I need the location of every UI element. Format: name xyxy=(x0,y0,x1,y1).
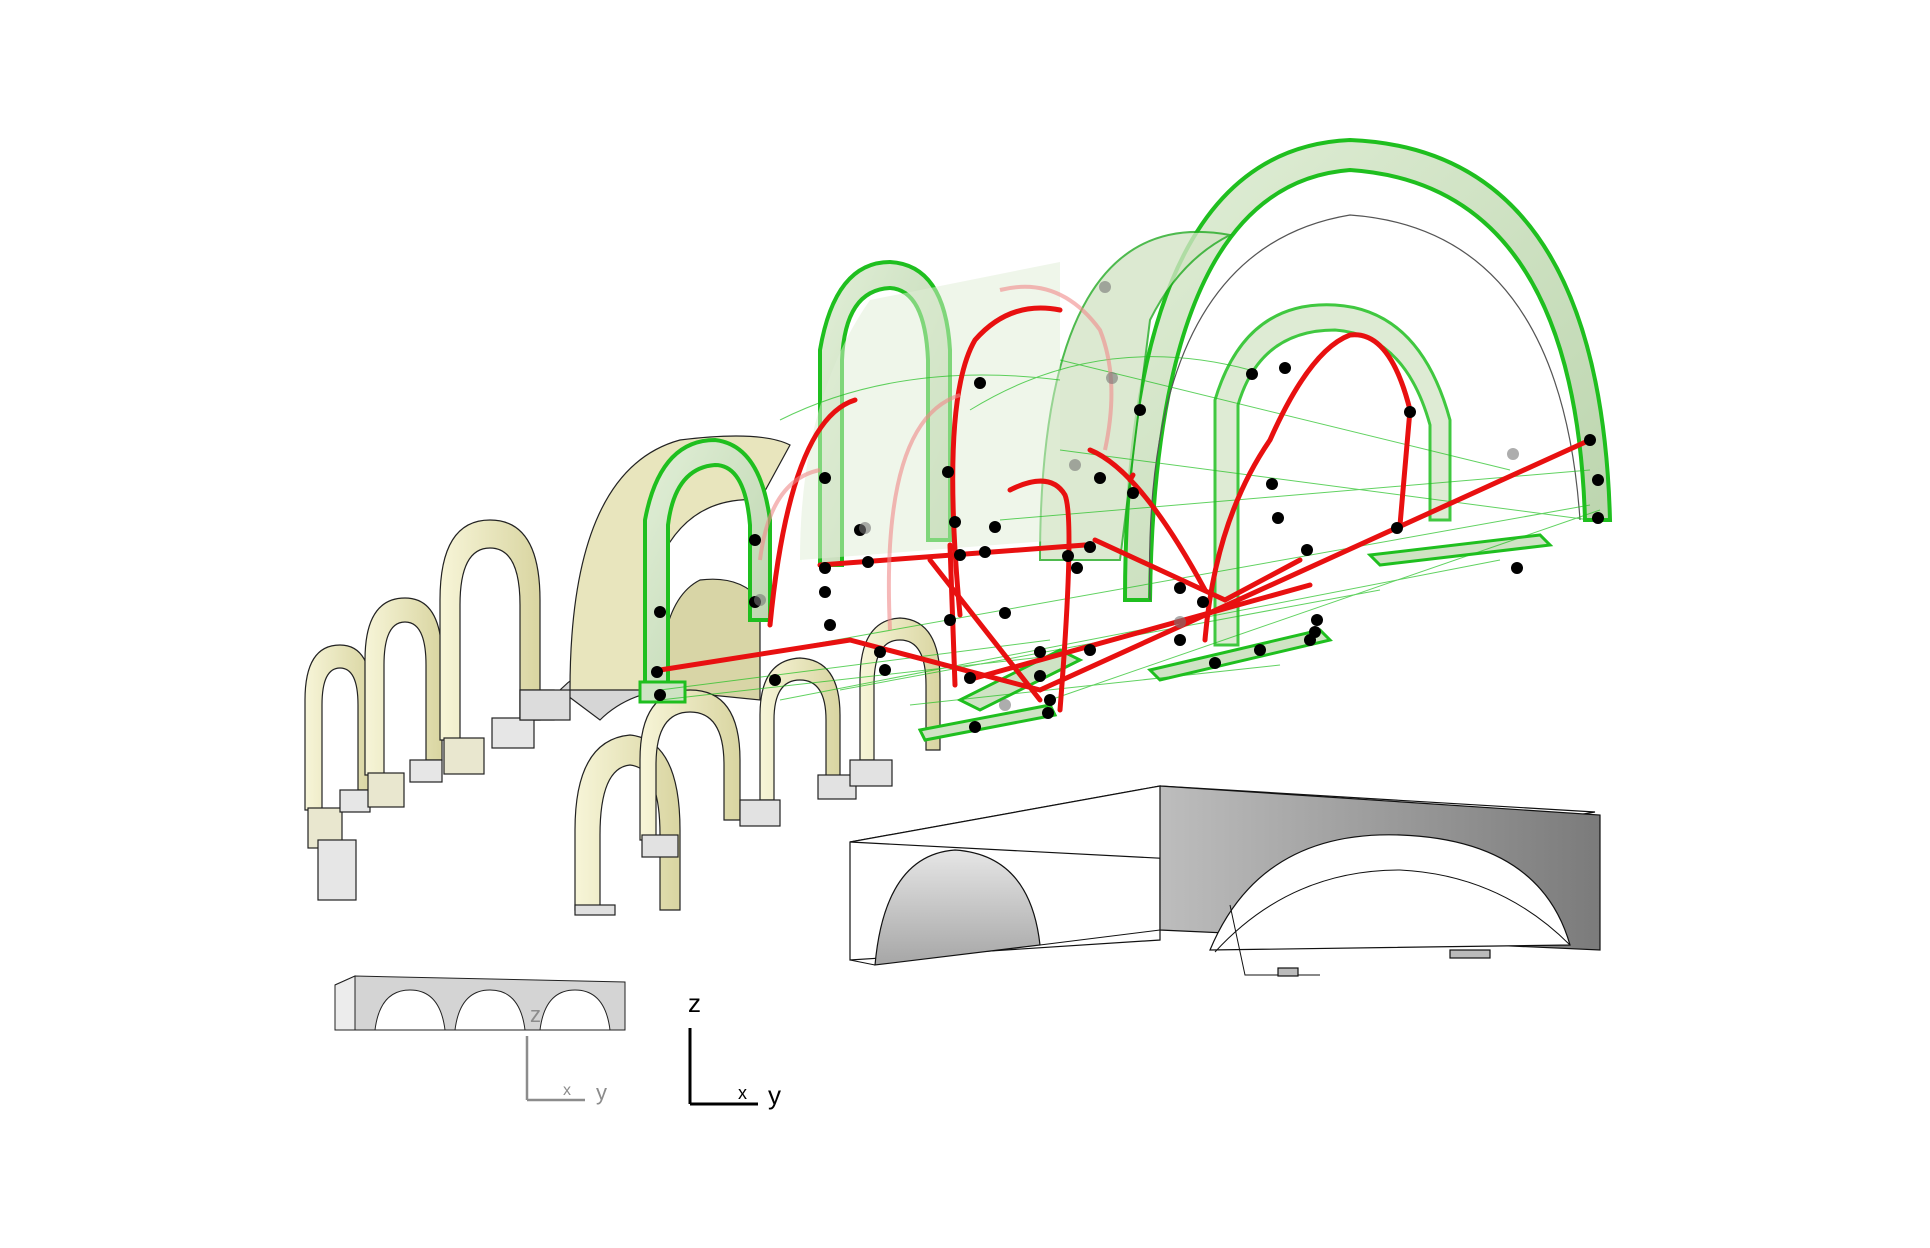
rib-long-diagonal xyxy=(657,437,1593,693)
rib-cross-2 xyxy=(1092,537,1303,603)
rib-arch-3 xyxy=(1007,478,1072,713)
cream-arch-6 xyxy=(739,657,857,827)
green-arch-back-large xyxy=(1038,137,1613,602)
rib-vertical-2 xyxy=(1127,472,1136,483)
green-arch-inner-right xyxy=(1213,303,1452,647)
axis-main-y-label: y xyxy=(768,1080,781,1110)
green-base-beams xyxy=(917,628,1333,742)
cream-vault-shell xyxy=(569,435,791,701)
axis-small-z-label: z xyxy=(530,1002,541,1027)
thumbnail-vault xyxy=(334,975,626,1031)
cream-arch-2 xyxy=(364,597,443,808)
rib-cross-1 xyxy=(927,557,1043,703)
axes-small: z x y xyxy=(525,1002,607,1105)
rib-arch-1 xyxy=(767,397,858,628)
cream-arch-3 xyxy=(439,519,555,775)
axes-main: z x y xyxy=(688,988,781,1110)
cream-arch-7 xyxy=(849,617,941,787)
cream-arcade xyxy=(304,435,941,916)
rib-arch-4 xyxy=(1202,332,1413,643)
rib-nodes-ghost xyxy=(754,281,1519,711)
rib-arch-5 xyxy=(1087,447,1208,593)
rib-front-cross-2 xyxy=(972,582,1313,681)
green-arch-middle xyxy=(800,259,1060,567)
axis-small-y-label: y xyxy=(596,1080,607,1105)
red-ghost-ribs xyxy=(758,284,1114,631)
cream-arch-1 xyxy=(304,644,373,901)
axis-main-x-label: x xyxy=(738,1083,747,1103)
gray-vault-block xyxy=(849,785,1601,977)
cream-arch-5 xyxy=(639,689,741,858)
green-vault xyxy=(638,137,1613,742)
axis-small-x-label: x xyxy=(563,1082,571,1099)
axis-main-z-label: z xyxy=(688,988,701,1018)
